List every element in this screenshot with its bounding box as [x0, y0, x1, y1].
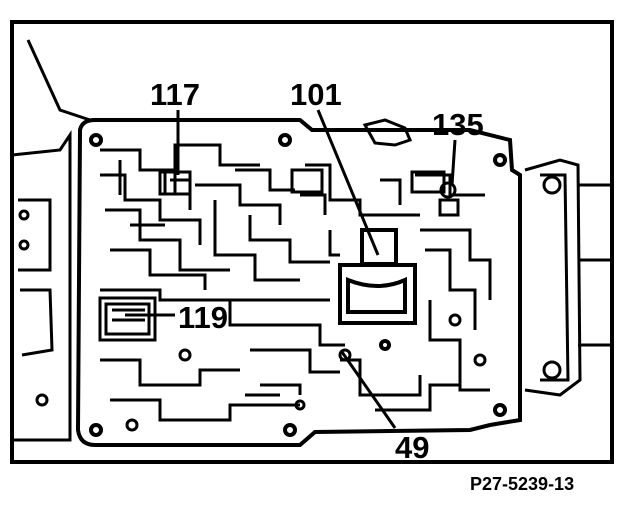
callout-117: 117 [150, 77, 200, 112]
leader-101 [316, 109, 380, 256]
output-shaft [524, 158, 612, 397]
hydraulic-channels-right [290, 163, 492, 392]
leader-lines [125, 109, 457, 429]
leader-49 [340, 351, 397, 429]
valve-body-plate [75, 118, 522, 447]
callout-119: 119 [178, 300, 228, 335]
solenoid-block-101 [338, 228, 417, 351]
hydraulic-channels-bottom [100, 348, 460, 432]
callout-49: 49 [395, 430, 429, 465]
component-119 [98, 296, 157, 342]
left-housing [11, 39, 91, 442]
callout-101: 101 [290, 77, 342, 112]
figure-id: P27-5239-13 [470, 474, 575, 494]
callout-135: 135 [432, 107, 484, 142]
picture-frame [10, 20, 614, 464]
bracket-135 [362, 118, 460, 217]
valve-117 [158, 170, 192, 196]
leader-135 [450, 139, 457, 186]
